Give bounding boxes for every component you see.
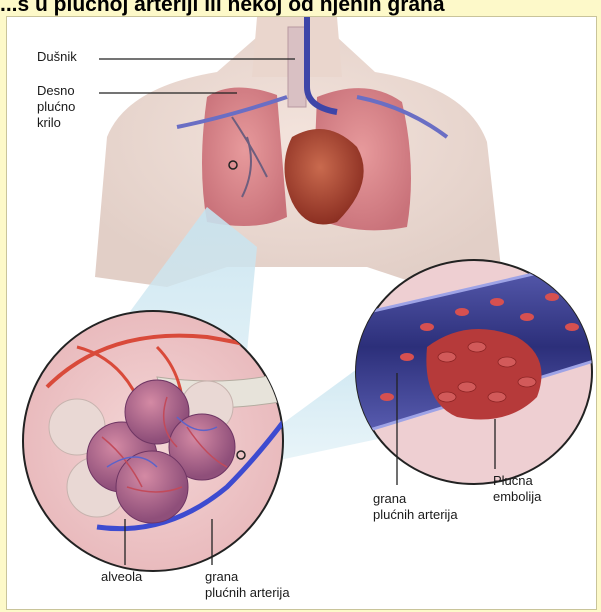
torso-illustration: [95, 17, 502, 287]
illustration-frame: Dušnik Desno plućno krilo alveola grana …: [6, 16, 597, 610]
vessel-zoom-circle: [347, 257, 596, 484]
label-desno-line1: Desno: [37, 83, 75, 98]
lung-embolism-diagram: [7, 17, 596, 609]
label-desno-line2: plućno: [37, 99, 75, 114]
label-embolija-line1: Plućna: [493, 473, 533, 488]
label-desno-line3: krilo: [37, 115, 61, 130]
label-dusnik: Dušnik: [37, 49, 77, 64]
top-caption-cropped: ...s u plućnoj arteriji ili nekoj od nje…: [0, 0, 601, 16]
label-grana-left-line2: plućnih arterija: [205, 585, 290, 600]
alveoli-zoom-circle: [23, 311, 307, 571]
label-grana-right-line1: grana: [373, 491, 406, 506]
label-grana-right-line2: plućnih arterija: [373, 507, 458, 522]
label-embolija-line2: embolija: [493, 489, 541, 504]
label-alveola: alveola: [101, 569, 142, 584]
label-grana-left-line1: grana: [205, 569, 238, 584]
